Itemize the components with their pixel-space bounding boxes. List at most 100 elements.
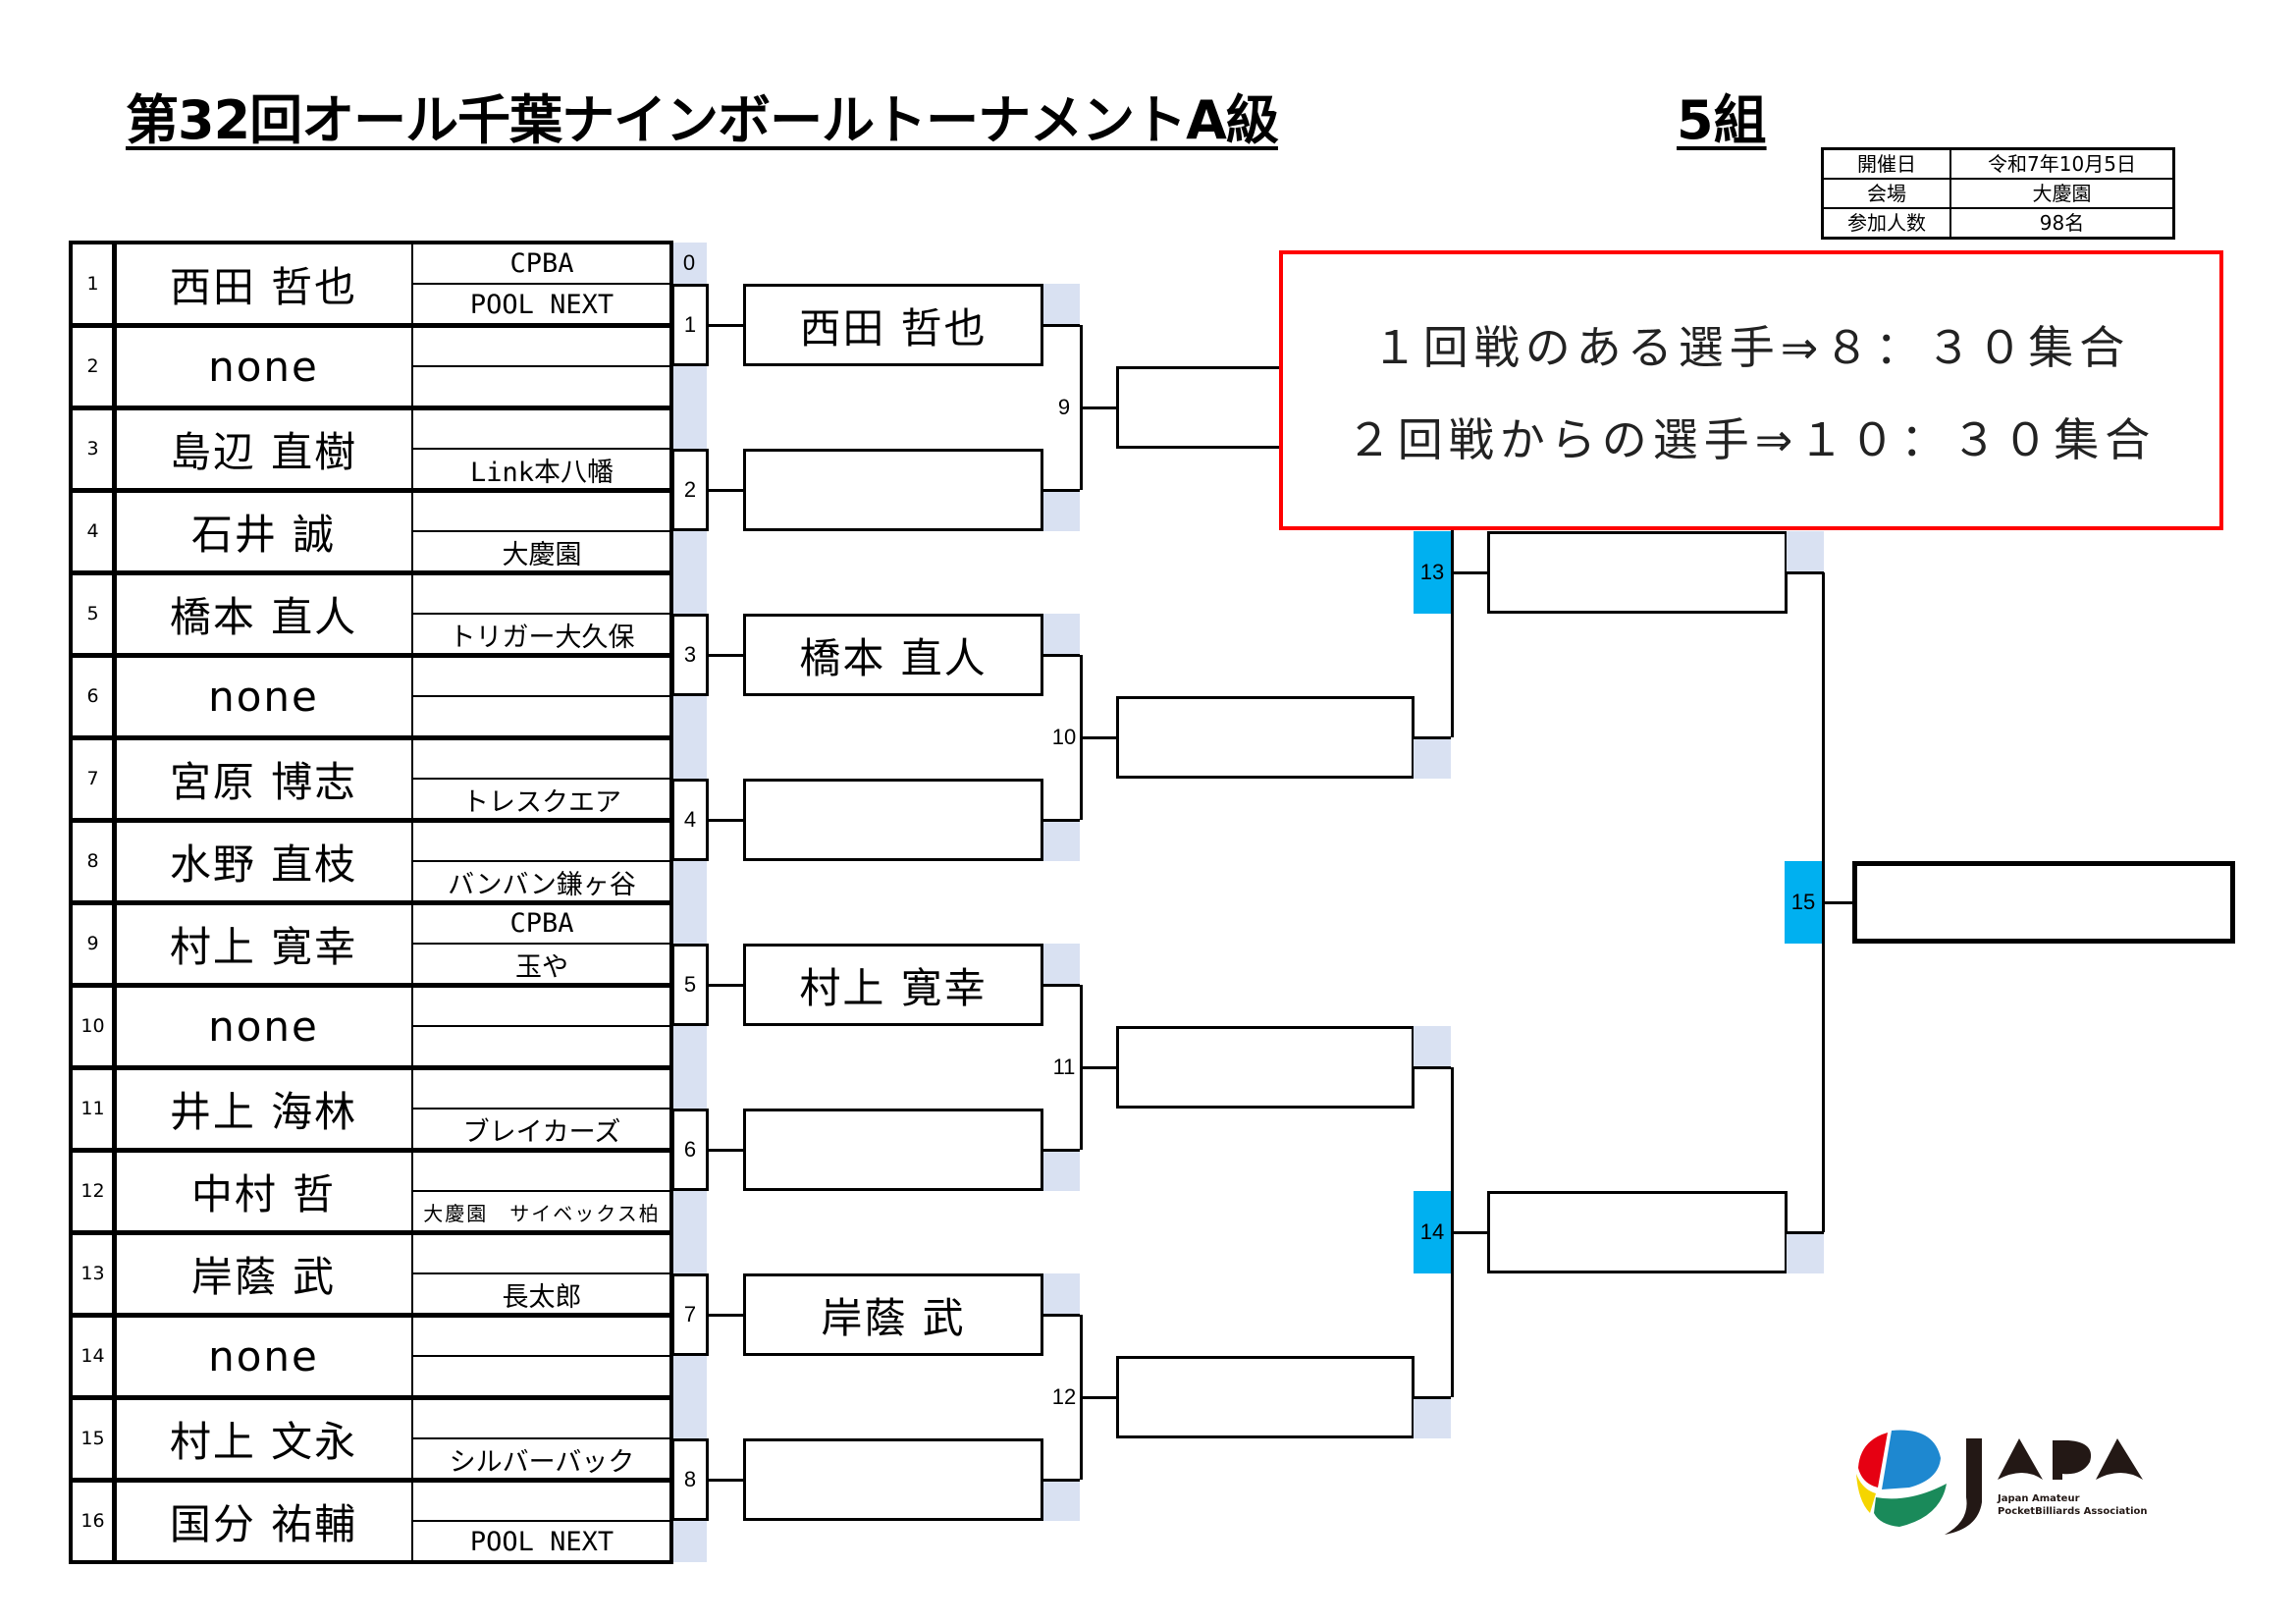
player-name: 村上 文永 — [169, 1417, 358, 1466]
player-name: 国分 祐輔 — [169, 1499, 358, 1548]
bracket-line — [707, 654, 744, 657]
round1-winner-box[interactable]: 西田 哲也 — [743, 284, 1043, 366]
seed-number: 11 — [80, 1098, 105, 1119]
club-divider — [412, 1437, 671, 1439]
champion-box[interactable] — [1852, 861, 2235, 944]
player-club-line2: トレスクエア — [462, 786, 621, 818]
row-divider — [71, 488, 671, 493]
player-club-line2: 大慶園 サイベックス柏 — [423, 1201, 661, 1225]
row-divider — [71, 1478, 671, 1483]
player-club-line2: 玉や — [515, 951, 568, 983]
result-cell — [1042, 1273, 1080, 1315]
seed-number: 3 — [86, 438, 99, 460]
result-cell — [1787, 531, 1824, 572]
match-number: 9 — [1057, 395, 1071, 419]
round1-winner-box[interactable]: 橋本 直人 — [743, 614, 1043, 696]
info-label: 会場 — [1821, 178, 1951, 209]
seed-number: 1 — [86, 273, 99, 295]
row-divider — [71, 983, 671, 988]
club-divider — [412, 1520, 671, 1522]
player-club-line2: 大慶園 — [502, 539, 582, 570]
info-value: 令和7年10月5日 — [1949, 147, 2175, 180]
club-divider — [412, 943, 671, 945]
round1-winner-box[interactable] — [743, 779, 1043, 861]
winner-box[interactable] — [1116, 696, 1415, 779]
notice-box: １回戦のある選手⇒８：３０集合 ２回戦からの選手⇒１０：３０集合 — [1279, 250, 2223, 530]
bracket-line — [1080, 1396, 1116, 1399]
info-value: 98名 — [1949, 207, 2175, 240]
bracket-line — [1451, 571, 1487, 574]
round1-winner-box[interactable]: 岸蔭 武 — [743, 1273, 1043, 1356]
seed-number: 10 — [80, 1015, 105, 1037]
bracket-line — [1080, 736, 1116, 739]
match-number: 13 — [1414, 531, 1451, 614]
bracket-line — [707, 489, 744, 492]
row-divider — [71, 406, 671, 410]
player-name: none — [208, 1001, 319, 1051]
row-divider — [71, 1313, 671, 1318]
winner-box[interactable] — [1487, 531, 1788, 614]
winner-box[interactable] — [1116, 1026, 1415, 1109]
player-club-line2: トリガー大久保 — [449, 622, 635, 653]
player-name: 村上 寛幸 — [169, 922, 358, 971]
bracket-line — [1041, 324, 1080, 327]
player-name: 井上 海林 — [169, 1087, 358, 1136]
row-divider — [71, 900, 671, 905]
row-divider — [71, 1065, 671, 1070]
match-number: 10 — [1051, 725, 1077, 749]
club-divider — [412, 1025, 671, 1027]
seed-number: 13 — [80, 1263, 105, 1284]
bracket-line — [707, 1479, 744, 1482]
bracket-line — [1041, 1479, 1080, 1482]
column-divider — [411, 243, 413, 1562]
bracket-line — [1080, 1066, 1116, 1069]
row-divider — [71, 1230, 671, 1235]
bracket-line — [1041, 819, 1080, 822]
bracket-line — [707, 1149, 744, 1152]
result-cell — [1042, 1480, 1080, 1521]
match-number-box: 2 — [671, 449, 709, 531]
japa-logo-icon: Japan Amateur PocketBilliards Associatio… — [1856, 1430, 2148, 1535]
logo-sub1: Japan Amateur — [1997, 1493, 2080, 1504]
bracket-line — [1412, 1066, 1451, 1069]
result-cell — [1787, 1232, 1824, 1273]
club-divider — [412, 1190, 671, 1192]
page-title: 第32回オール千葉ナインボールトーナメントA級 — [126, 89, 1279, 151]
bracket-line — [1785, 571, 1824, 574]
row-divider — [71, 570, 671, 575]
match-number-box: 8 — [671, 1438, 709, 1521]
match-column-background — [671, 243, 707, 1562]
player-club-line2: シルバーバック — [449, 1446, 635, 1478]
final-match-number: 15 — [1785, 861, 1822, 944]
bracket-line — [1041, 984, 1080, 987]
player-name: 水野 直枝 — [169, 839, 358, 889]
player-club-line1: CPBA — [509, 247, 574, 279]
player-name: none — [208, 342, 319, 391]
match-number-box: 7 — [671, 1273, 709, 1356]
player-name: 島辺 直樹 — [169, 427, 358, 476]
player-club-line2: バンバン鎌ヶ谷 — [448, 869, 636, 900]
seed-number: 12 — [80, 1180, 105, 1202]
player-name: 石井 誠 — [190, 510, 337, 559]
club-divider — [412, 1272, 671, 1274]
round1-winner-box[interactable] — [743, 1438, 1043, 1521]
player-name: none — [208, 672, 319, 721]
club-divider — [412, 530, 671, 532]
round1-winner-box[interactable] — [743, 1109, 1043, 1191]
club-divider — [412, 448, 671, 450]
player-club-line2: Link本八幡 — [469, 457, 614, 488]
round1-winner-box[interactable]: 村上 寛幸 — [743, 944, 1043, 1026]
match-number-box: 5 — [671, 944, 709, 1026]
japa-logo: Japan Amateur PocketBilliards Associatio… — [1850, 1419, 2184, 1537]
result-cell — [1042, 614, 1080, 655]
seed-number: 14 — [80, 1345, 105, 1367]
notice-line-1: １回戦のある選手⇒８：３０集合 — [1371, 320, 2131, 374]
winner-box[interactable] — [1116, 1356, 1415, 1438]
round1-winner-box[interactable] — [743, 449, 1043, 531]
seed-number: 5 — [86, 603, 99, 624]
bracket-line — [1041, 489, 1080, 492]
winner-box[interactable] — [1487, 1191, 1788, 1273]
bracket-line — [1785, 1231, 1824, 1234]
